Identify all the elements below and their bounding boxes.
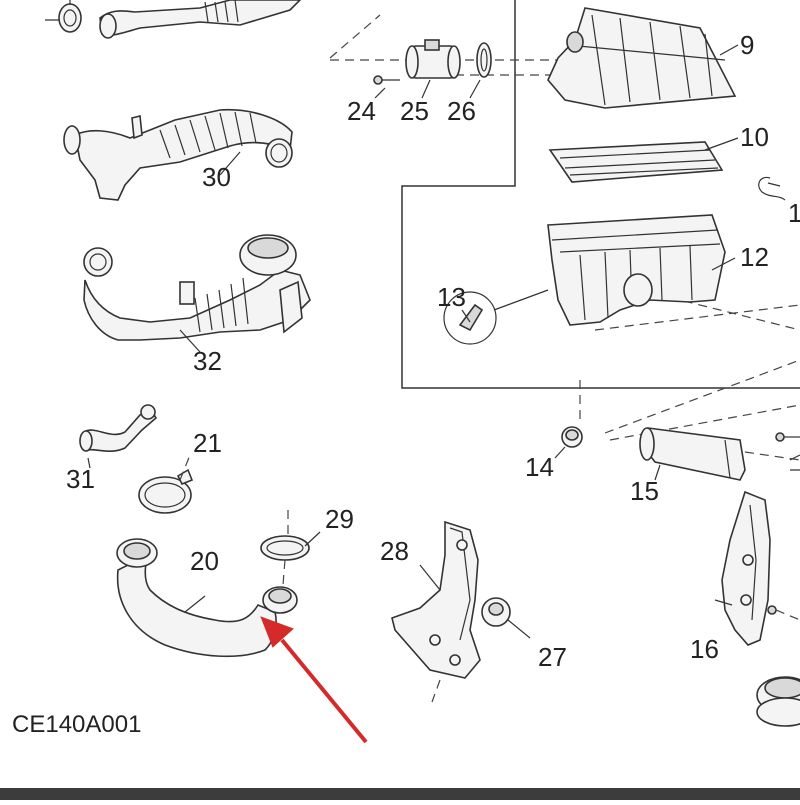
part-29-clamp [260, 510, 321, 586]
part-31-small-hose [79, 404, 158, 469]
callout-labels: 9 10 1 12 13 14 15 16 20 21 24 25 26 27 … [66, 30, 800, 672]
callout-21: 21 [193, 428, 222, 458]
part-14-grommet [554, 426, 583, 459]
callout-12: 12 [740, 242, 769, 272]
callout-29: 29 [325, 504, 354, 534]
part-27-grommet [481, 597, 531, 639]
part-10-air-filter [548, 137, 739, 183]
callout-16: 16 [690, 634, 719, 664]
callout-31: 31 [66, 464, 95, 494]
callout-11: 1 [788, 198, 800, 228]
part-16-side-bracket [714, 490, 800, 646]
partial-grommet-bottom-right [756, 676, 800, 727]
callout-9: 9 [740, 30, 754, 60]
part-25-maf-sensor [405, 39, 461, 99]
callout-26: 26 [447, 96, 476, 126]
part-11-clip [758, 176, 786, 201]
air-cleaner-group-frame [401, 0, 800, 389]
highlight-arrow [260, 616, 368, 744]
bottom-bar [0, 788, 800, 800]
part-20-intake-hose [116, 538, 298, 658]
callout-25: 25 [400, 96, 429, 126]
part-28-bracket [391, 520, 481, 703]
part-32-intake-hose [83, 234, 311, 353]
callout-24: 24 [347, 96, 376, 126]
callout-30: 30 [202, 162, 231, 192]
callout-10: 10 [740, 122, 769, 152]
callout-28: 28 [380, 536, 409, 566]
partial-hose-top [99, 0, 302, 39]
callout-13: 13 [437, 282, 466, 312]
part-15-duct [639, 427, 746, 481]
partial-clamp-top [45, 0, 82, 33]
part-21-clamp [138, 454, 194, 514]
part-24-screw [373, 75, 400, 99]
diagram-code: CE140A001 [12, 711, 141, 738]
part-13-clip-detail [443, 289, 549, 345]
part-9-air-cleaner-cover [547, 7, 739, 109]
part-12-air-cleaner-housing [547, 214, 736, 326]
callout-14: 14 [525, 452, 554, 482]
partial-screws-right [775, 432, 800, 471]
callout-15: 15 [630, 476, 659, 506]
part-26-seal [469, 42, 492, 99]
callout-20: 20 [190, 546, 219, 576]
callout-27: 27 [538, 642, 567, 672]
part-30-intake-pipe [63, 108, 293, 201]
callout-32: 32 [193, 346, 222, 376]
